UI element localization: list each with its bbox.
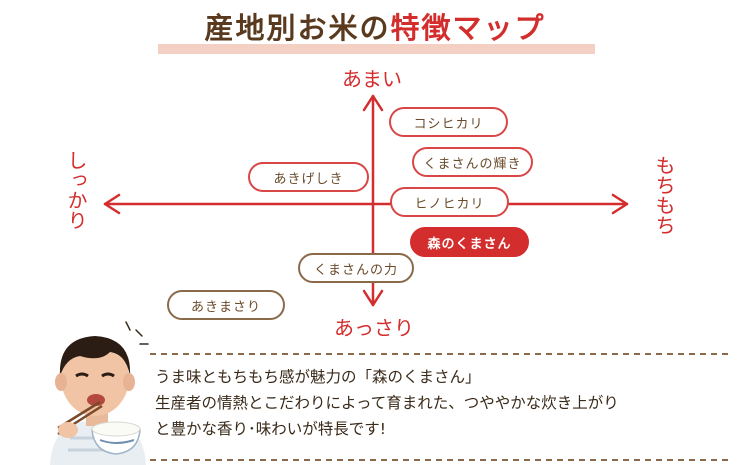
variety-hinohikari: ヒノヒカリ bbox=[390, 187, 509, 217]
axis-label-firm: しっかり bbox=[64, 150, 88, 230]
variety-kumasan-no-chikara: くまさんの力 bbox=[298, 253, 414, 283]
boy-eating-rice-image bbox=[50, 336, 146, 465]
up-arrowhead bbox=[362, 94, 384, 112]
description-line-1: うま味ともちもち感が魅力の「森のくまさん」 bbox=[155, 368, 481, 386]
description-line-2: 生産者の情熱とこだわりによって育まれた、つややかな炊き上がり bbox=[155, 394, 619, 412]
right-arrowhead bbox=[611, 193, 629, 215]
title-main: 産地別お米の bbox=[204, 11, 391, 45]
axis-label-sweet: あまい bbox=[342, 67, 402, 91]
left-arrowhead bbox=[103, 193, 121, 215]
down-arrowhead bbox=[362, 289, 384, 307]
page-title: 産地別お米の特徴マップ bbox=[0, 8, 750, 48]
variety-kumasan-no-kagayaki: くまさんの輝き bbox=[412, 147, 533, 177]
variety-akigeshiki: あきげしき bbox=[248, 162, 369, 192]
sparkle-lines-icon bbox=[125, 321, 149, 345]
axis-label-light: あっさり bbox=[334, 316, 414, 340]
title-accent: 特徴マップ bbox=[390, 11, 546, 45]
description-line-3: と豊かな香り･味わいが特長です! bbox=[155, 420, 386, 438]
description-text: うま味ともちもち感が魅力の「森のくまさん」 生産者の情熱とこだわりによって育まれ… bbox=[155, 364, 730, 442]
variety-mori-no-kumasan: 森のくまさん bbox=[410, 227, 529, 257]
axis-label-sticky: もちもち bbox=[652, 155, 676, 235]
variety-akimasari: あきまさり bbox=[167, 290, 285, 320]
title-underline bbox=[158, 44, 595, 54]
variety-koshihikari: コシヒカリ bbox=[389, 107, 508, 137]
